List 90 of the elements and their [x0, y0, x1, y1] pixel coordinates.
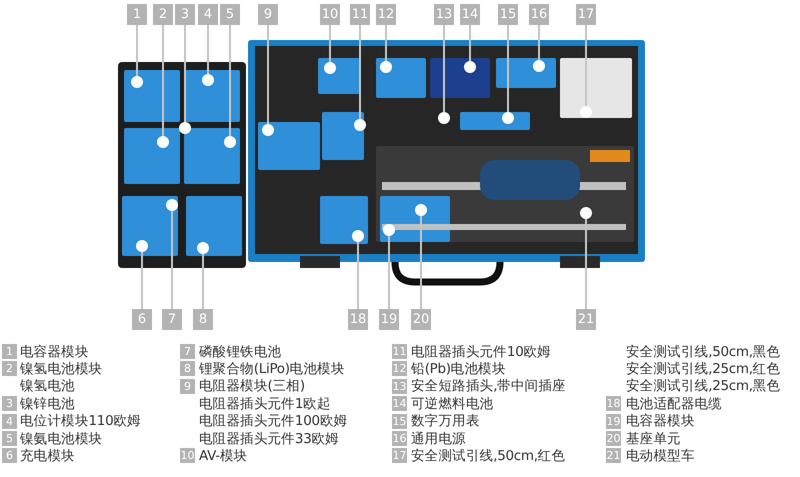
leader-line: [585, 219, 587, 309]
legend-text: 通用电源: [411, 430, 466, 446]
legend-text: 安全短路插头,带中间插座: [411, 378, 566, 394]
legend-number: 10: [180, 448, 195, 464]
callout-number: 14: [460, 4, 480, 25]
legend-text: 基座单元: [626, 430, 681, 446]
legend-number: 3: [2, 396, 17, 412]
legend-number: 13: [392, 378, 407, 394]
legend-text: 电容器模块: [20, 344, 89, 360]
leader-line: [162, 25, 164, 136]
callout-number: 19: [379, 309, 399, 330]
legend-text: 电动模型车: [626, 448, 695, 464]
callout-number: 13: [434, 4, 454, 25]
legend-text: 电位计模块110欧姆: [20, 413, 141, 430]
legend-number: 5: [2, 431, 17, 446]
legend-number: 11: [392, 344, 407, 359]
legend-text: 铅(Pb)电池模块: [411, 360, 506, 377]
legend-text: 安全测试引线,25cm,红色: [626, 360, 780, 377]
leader-line: [469, 25, 471, 61]
legend-number: 12: [392, 361, 407, 376]
legend-text: 镍氢电池: [20, 378, 75, 394]
callout-number: 1: [127, 4, 147, 25]
legend-text: 镍锌电池: [20, 396, 75, 412]
legend-number: 6: [2, 448, 17, 464]
legend-number: 19: [606, 414, 621, 429]
legend-text: 安全测试引线,50cm,黑色: [626, 344, 780, 360]
callout-number: 17: [576, 4, 596, 25]
leader-line: [420, 216, 422, 309]
callout-number: 11: [350, 4, 370, 25]
legend-number: 15: [392, 414, 407, 429]
legend-text: 镍氢电池模块: [20, 360, 102, 377]
callout-number: 15: [498, 4, 518, 25]
leader-line: [229, 25, 231, 136]
legend-number: 21: [606, 448, 621, 464]
legend-text: 电容器模块: [626, 413, 695, 430]
legend-text: 电阻器插头元件100欧姆: [199, 413, 348, 430]
legend-text: 充电模块: [20, 448, 75, 464]
callout-number: 2: [153, 4, 173, 25]
leader-line: [329, 25, 331, 62]
callout-number: 4: [198, 4, 218, 25]
legend-text: 磷酸锂铁电池: [199, 344, 282, 360]
callout-number: 21: [576, 309, 596, 330]
legend-number: 7: [180, 344, 195, 359]
callout-number: 12: [376, 4, 396, 25]
leader-line: [357, 242, 359, 309]
leader-line: [585, 25, 587, 106]
leader-line: [184, 25, 186, 122]
legend-text: 电阻器插头元件33欧姆: [199, 430, 339, 446]
callout-number: 6: [132, 309, 152, 330]
leader-line: [171, 211, 173, 309]
legend-number: 20: [606, 431, 621, 446]
leader-line: [507, 25, 509, 112]
legend-text: 电阻器插头元件1欧起: [199, 396, 331, 412]
legend-text: 电阻器模块(三相): [199, 378, 305, 394]
callout-number: 16: [529, 4, 549, 25]
leader-line: [136, 25, 138, 76]
legend-text: 镍氨电池模块: [20, 430, 102, 446]
callout-number: 7: [162, 309, 182, 330]
legend-number: 17: [392, 448, 407, 464]
leader-line: [207, 25, 209, 74]
callout-number: 3: [175, 4, 195, 25]
legend-number: 16: [392, 431, 407, 446]
legend-text: 安全测试引线,50cm,红色: [411, 448, 566, 464]
leader-line: [538, 25, 540, 60]
legend-number: 2: [2, 361, 17, 376]
callout-number: 18: [348, 309, 368, 330]
callout-number: 20: [411, 309, 431, 330]
callout-number: 10: [320, 4, 340, 25]
legend-number: 1: [2, 344, 17, 359]
legend-text: 可逆燃料电池: [411, 396, 494, 412]
leader-line: [267, 25, 269, 124]
legend-number: 18: [606, 396, 621, 412]
legend-number: 8: [180, 361, 195, 376]
legend-text: 电阻器插头元件10欧姆: [411, 344, 551, 360]
leader-line: [202, 254, 204, 309]
leader-line: [388, 236, 390, 309]
legend-text: 数字万用表: [411, 413, 480, 430]
callout-number: 9: [258, 4, 278, 25]
callout-number: 8: [193, 309, 213, 330]
leader-line: [359, 25, 361, 119]
legend-number: 4: [2, 414, 17, 429]
legend-text: 电池适配器电缆: [626, 396, 722, 412]
legend-number: 9: [180, 378, 195, 394]
legend-text: 锂聚合物(LiPo)电池模块: [199, 360, 345, 377]
leader-line: [385, 25, 387, 61]
legend-text: 安全测试引线,25cm,黑色: [626, 378, 780, 394]
legend-text: AV-模块: [199, 448, 248, 464]
callout-number: 5: [220, 4, 240, 25]
leader-line: [141, 252, 143, 309]
legend-number: 14: [392, 396, 407, 412]
